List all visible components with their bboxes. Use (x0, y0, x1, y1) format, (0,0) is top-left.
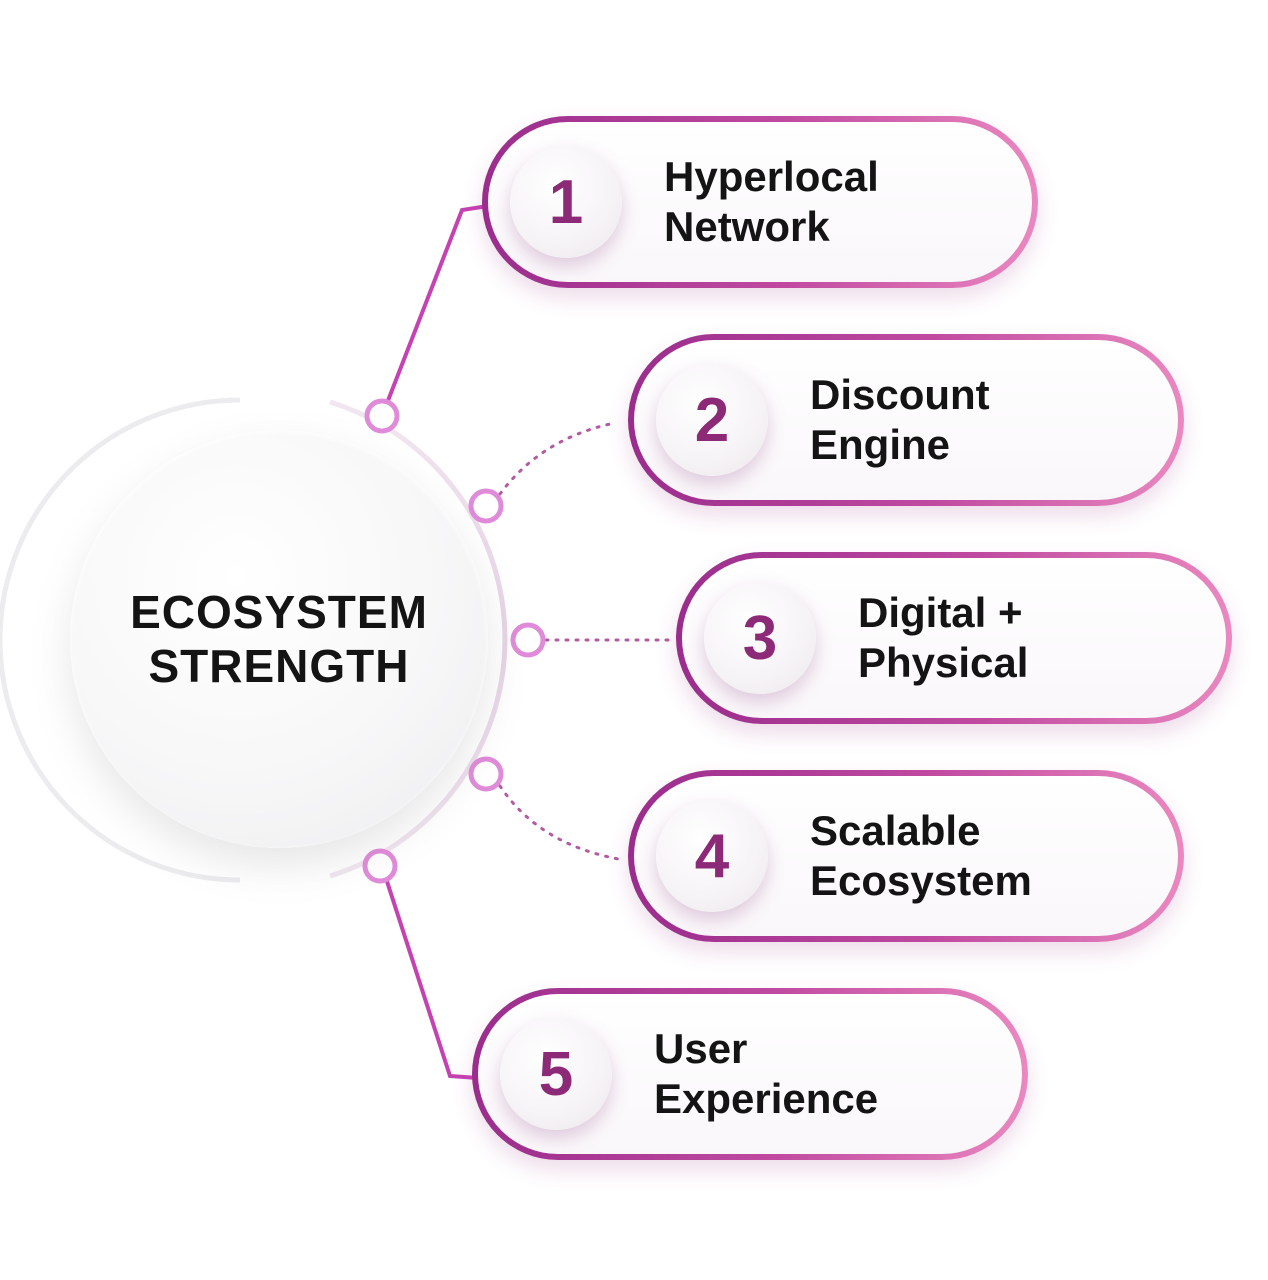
item-number-badge: 3 (704, 582, 816, 694)
center-title-line2: STRENGTH (148, 640, 410, 692)
item-label-line1: Scalable (810, 807, 981, 854)
connector-line-1 (380, 204, 489, 417)
item-label: Hyperlocal Network (664, 152, 879, 252)
item-number-badge: 2 (656, 364, 768, 476)
item-label-line2: Engine (810, 421, 951, 468)
connector-line-5 (380, 865, 479, 1080)
item-number-badge: 4 (656, 800, 768, 912)
item-label-line2: Network (664, 203, 830, 250)
item-label-line1: Digital + (858, 589, 1023, 636)
item-card-inner: 2 Discount Engine (634, 340, 1178, 500)
item-label-line1: Hyperlocal (664, 153, 879, 200)
item-number-badge: 5 (500, 1018, 612, 1130)
item-card-inner: 3 Digital + Physical (682, 558, 1226, 718)
item-label: User Experience (654, 1024, 878, 1124)
center-title: ECOSYSTEM STRENGTH (89, 585, 469, 693)
item-card-1: 1 Hyperlocal Network (482, 116, 1038, 288)
item-label-line2: Ecosystem (810, 857, 1032, 904)
item-card-inner: 4 Scalable Ecosystem (634, 776, 1178, 936)
item-card-3: 3 Digital + Physical (676, 552, 1232, 724)
connector-line-2 (498, 422, 612, 496)
junction-node-2 (468, 488, 504, 524)
item-label-line2: Physical (858, 639, 1029, 686)
item-label: Discount Engine (810, 370, 990, 470)
hub-outer-ring-left (0, 397, 241, 883)
item-label: Scalable Ecosystem (810, 806, 1032, 906)
item-number-badge: 1 (510, 146, 622, 258)
item-label-line1: User (654, 1025, 748, 1072)
connector-line-4 (498, 784, 626, 862)
junction-node-5 (362, 848, 398, 884)
center-title-line1: ECOSYSTEM (130, 586, 428, 638)
junction-node-3 (510, 622, 546, 658)
item-card-inner: 1 Hyperlocal Network (488, 122, 1032, 282)
center-hub: ECOSYSTEM STRENGTH (70, 430, 488, 848)
item-card-4: 4 Scalable Ecosystem (628, 770, 1184, 942)
item-label-line2: Experience (654, 1075, 879, 1122)
junction-node-4 (468, 756, 504, 792)
hub-outer-ring-right (329, 399, 508, 879)
item-card-inner: 5 User Experience (478, 994, 1022, 1154)
item-label: Digital + Physical (858, 588, 1028, 688)
junction-node-1 (364, 398, 400, 434)
item-label-line1: Discount (810, 371, 990, 418)
item-card-5: 5 User Experience (472, 988, 1028, 1160)
item-card-2: 2 Discount Engine (628, 334, 1184, 506)
